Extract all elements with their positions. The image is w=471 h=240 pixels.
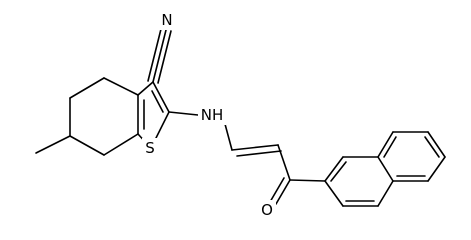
bond [236, 150, 282, 157]
bond [269, 177, 285, 203]
bond [152, 81, 170, 113]
bond [152, 29, 167, 83]
bond [35, 135, 71, 154]
bond [168, 111, 199, 116]
bond [69, 77, 105, 99]
bond [103, 133, 139, 156]
bond [231, 144, 279, 151]
bond [383, 136, 397, 158]
molecule-structure: N S NH O [35, 10, 446, 220]
nitrile-nitrogen-label: N [161, 11, 172, 29]
bond [224, 123, 233, 151]
atom-labels: N S NH O [142, 10, 276, 220]
naphthalene-ring [324, 131, 446, 207]
bond [377, 131, 394, 158]
bond [157, 30, 172, 84]
cyclohexene-ring [35, 77, 139, 156]
bond [151, 90, 164, 113]
bond [377, 180, 394, 207]
thiophene-sulfur-label: S [145, 139, 155, 157]
structure-canvas: N S NH O [35, 10, 446, 220]
bond [424, 136, 440, 158]
bond [275, 179, 291, 205]
amine-nh-label: NH [201, 106, 224, 124]
bond [69, 135, 105, 156]
bond [330, 161, 347, 182]
nitrile-group [147, 28, 172, 84]
bond [153, 111, 170, 143]
bond [277, 144, 291, 181]
bond [324, 156, 344, 182]
carbonyl-oxygen-label: O [261, 201, 273, 219]
bond [147, 28, 162, 82]
bond [324, 180, 344, 207]
bond [289, 179, 326, 182]
enaminone-chain [168, 111, 326, 205]
bond [427, 131, 446, 158]
bond [103, 77, 139, 96]
bond [377, 156, 394, 182]
bond [137, 81, 154, 96]
bond [427, 156, 446, 182]
thiophene-ring [137, 81, 170, 146]
